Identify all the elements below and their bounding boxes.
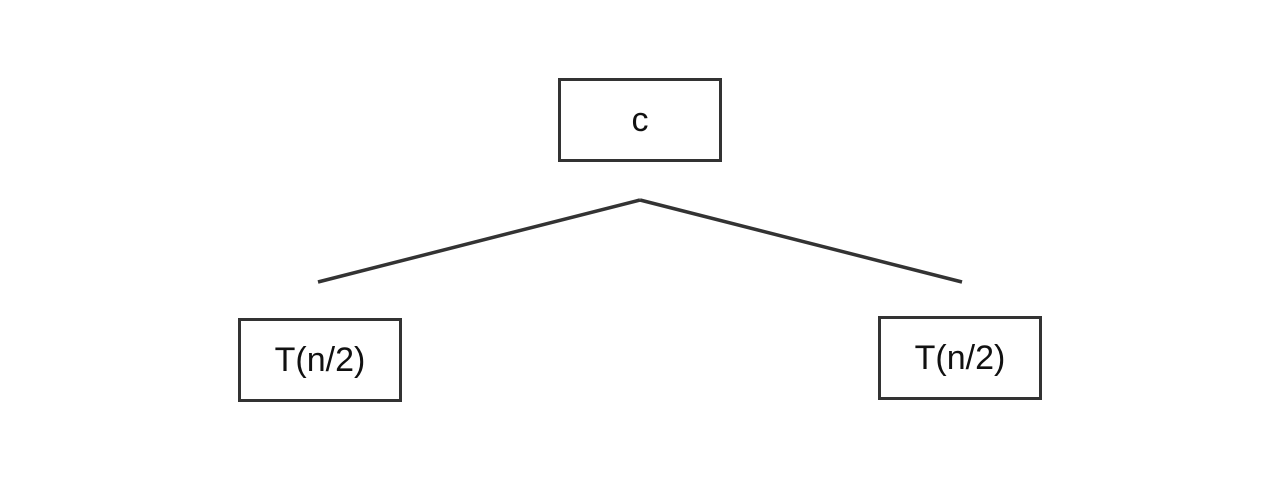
left-child-node: T(n/2)	[238, 318, 402, 402]
edge-root-to-right	[639, 198, 963, 284]
right-child-node: T(n/2)	[878, 316, 1042, 400]
root-node-label: c	[631, 101, 649, 139]
left-child-node-label: T(n/2)	[274, 341, 366, 379]
right-child-node-label: T(n/2)	[914, 339, 1006, 377]
edge-root-to-left	[317, 198, 641, 284]
root-node: c	[558, 78, 722, 162]
